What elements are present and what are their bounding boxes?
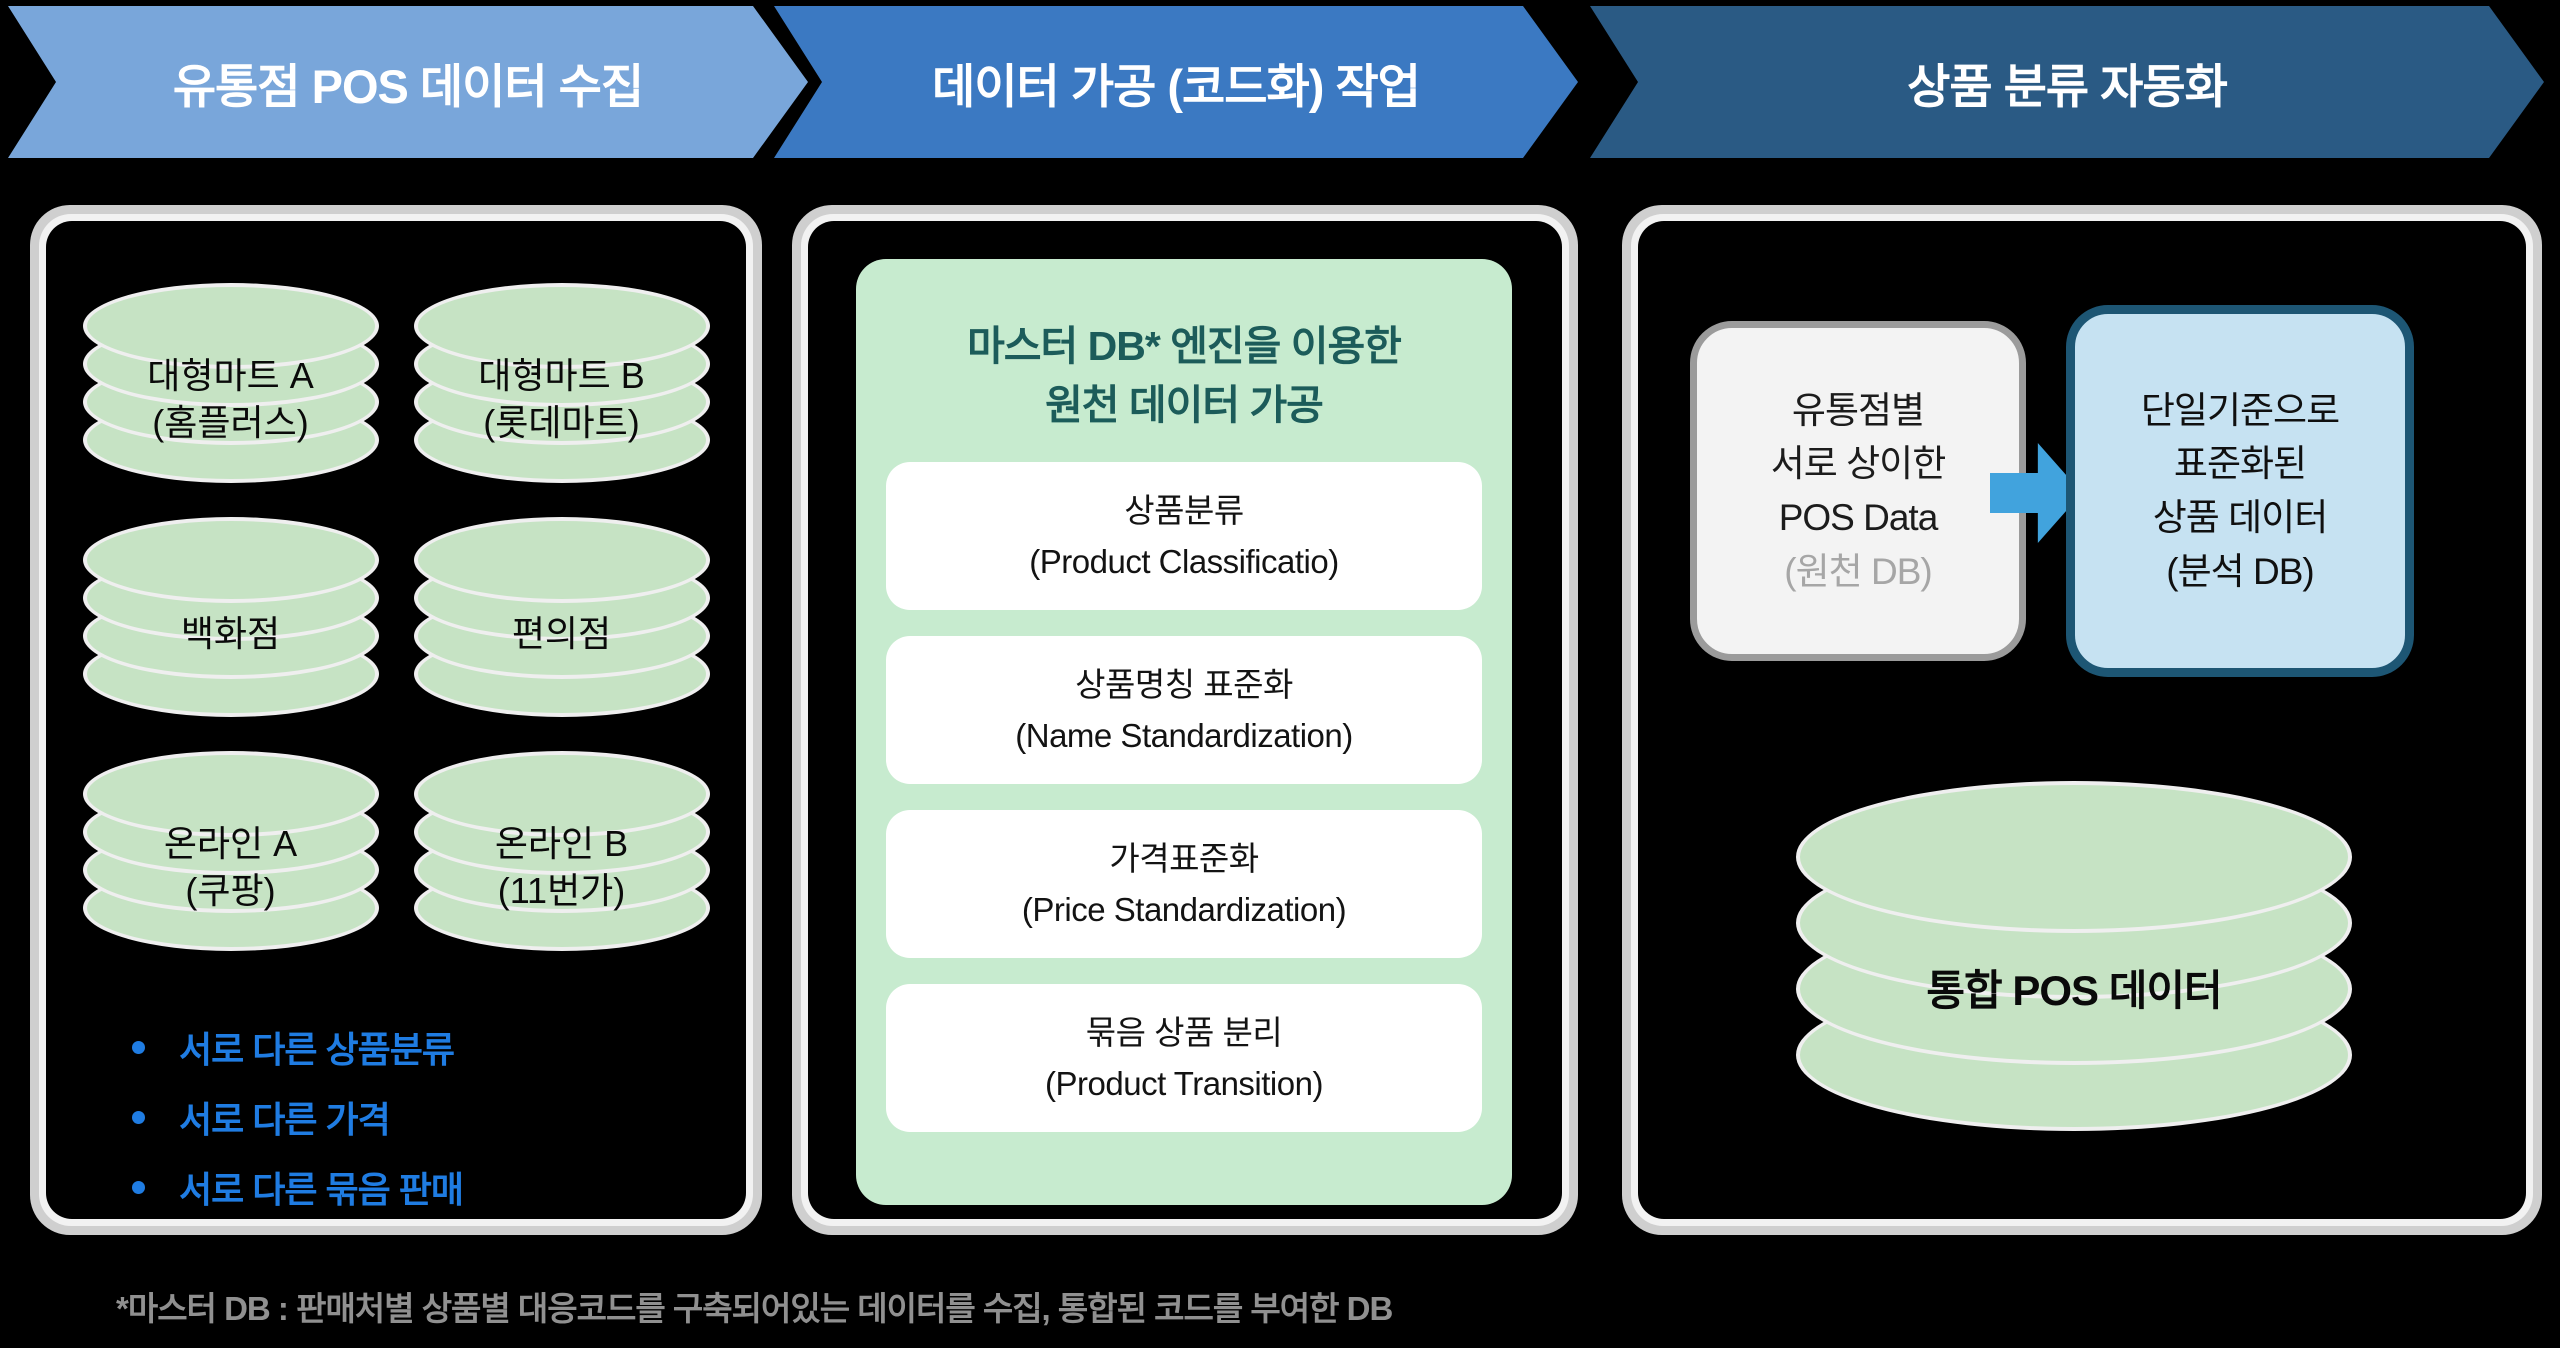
processing-step-product-transition: 묶음 상품 분리 (Product Transition)	[886, 983, 1482, 1132]
db-cylinder-department-store: 백화점	[82, 517, 379, 717]
list-item: 서로 다른 묶음 판매	[132, 1161, 464, 1213]
panel-pos-sources-body: 대형마트 A (홈플러스) 대형마트 B (롯데마트)	[46, 221, 746, 1219]
panel-pos-sources-border: 대형마트 A (홈플러스) 대형마트 B (롯데마트)	[39, 214, 753, 1226]
step-banner-classification-automation: 상품 분류 자동화	[1590, 6, 2544, 158]
db-cylinder-online-b: 온라인 B (11번가)	[413, 751, 710, 951]
panel-classification-automation: 유통점별 서로 상이한 POS Data (원천 DB) 단일기준으로 표준화된…	[1622, 205, 2542, 1235]
database-icon	[82, 283, 379, 369]
bullet-dot-icon	[132, 1040, 145, 1054]
processing-step-name-standardization: 상품명칭 표준화 (Name Standardization)	[886, 635, 1482, 784]
step-banner-pos-collection-label: 유통점 POS 데이터 수집	[172, 59, 644, 113]
integrated-pos-db-label: 통합 POS 데이터	[1926, 966, 2222, 1014]
bullet-dot-icon	[132, 1110, 145, 1124]
db-cylinder-hypermarket-b: 대형마트 B (롯데마트)	[413, 283, 710, 483]
step-banner-data-processing: 데이터 가공 (코드화) 작업	[774, 6, 1578, 158]
db-cylinder-hypermarket-a: 대형마트 A (홈플러스)	[82, 283, 379, 483]
step-banner-pos-collection: 유통점 POS 데이터 수집	[8, 6, 808, 158]
database-icon	[413, 751, 710, 837]
db-cylinder-online-a: 온라인 A (쿠팡)	[82, 751, 379, 951]
panel-classification-automation-body: 유통점별 서로 상이한 POS Data (원천 DB) 단일기준으로 표준화된…	[1638, 221, 2526, 1219]
list-item: 서로 다른 상품분류	[132, 1021, 463, 1073]
db-label: 편의점	[511, 612, 612, 654]
db-cylinder-convenience-store: 편의점	[413, 517, 710, 717]
source-db-grid: 대형마트 A (홈플러스) 대형마트 B (롯데마트)	[46, 221, 746, 951]
step-banner-classification-automation-label: 상품 분류 자동화	[1907, 59, 2227, 113]
panel-data-processing-border: 마스터 DB* 엔진을 이용한 원천 데이터 가공 상품분류 (Product …	[801, 214, 1569, 1226]
db-label: 대형마트 B (롯데마트)	[478, 355, 645, 443]
database-icon	[1796, 781, 2352, 933]
step-banner-data-processing-label: 데이터 가공 (코드화) 작업	[932, 59, 1420, 113]
db-label: 백화점	[180, 612, 281, 654]
differences-list: 서로 다른 상품분류 서로 다른 가격 서로 다른 묶음 판매	[132, 1021, 464, 1231]
bullet-dot-icon	[132, 1180, 145, 1194]
master-db-engine-box: 마스터 DB* 엔진을 이용한 원천 데이터 가공 상품분류 (Product …	[856, 259, 1512, 1205]
integrated-pos-db-cylinder: 통합 POS 데이터	[1796, 781, 2352, 1133]
source-db-box: 유통점별 서로 상이한 POS Data (원천 DB)	[1690, 321, 2026, 661]
database-icon	[82, 751, 379, 837]
panel-data-processing-body: 마스터 DB* 엔진을 이용한 원천 데이터 가공 상품분류 (Product …	[808, 221, 1562, 1219]
panel-data-processing: 마스터 DB* 엔진을 이용한 원천 데이터 가공 상품분류 (Product …	[792, 205, 1578, 1235]
db-label: 온라인 A (쿠팡)	[163, 823, 298, 911]
list-item: 서로 다른 가격	[132, 1091, 463, 1143]
processing-step-price-standardization: 가격표준화 (Price Standardization)	[886, 809, 1482, 958]
db-label: 온라인 B (11번가)	[494, 823, 629, 911]
processing-step-product-classification: 상품분류 (Product Classificatio)	[886, 461, 1482, 610]
master-db-engine-title: 마스터 DB* 엔진을 이용한 원천 데이터 가공	[967, 323, 1402, 429]
database-icon	[413, 283, 710, 369]
panel-classification-automation-border: 유통점별 서로 상이한 POS Data (원천 DB) 단일기준으로 표준화된…	[1631, 214, 2533, 1226]
database-icon	[413, 517, 710, 603]
database-icon	[82, 517, 379, 603]
db-label: 대형마트 A (홈플러스)	[147, 355, 314, 443]
panel-pos-sources: 대형마트 A (홈플러스) 대형마트 B (롯데마트)	[30, 205, 762, 1235]
source-db-sublabel: (원천 DB)	[1784, 550, 1932, 592]
footnote-master-db: *마스터 DB : 판매처별 상품별 대응코드를 구축되어있는 데이터를 수집,…	[116, 1290, 1393, 1327]
analysis-db-box: 단일기준으로 표준화된 상품 데이터 (분석 DB)	[2066, 305, 2414, 677]
